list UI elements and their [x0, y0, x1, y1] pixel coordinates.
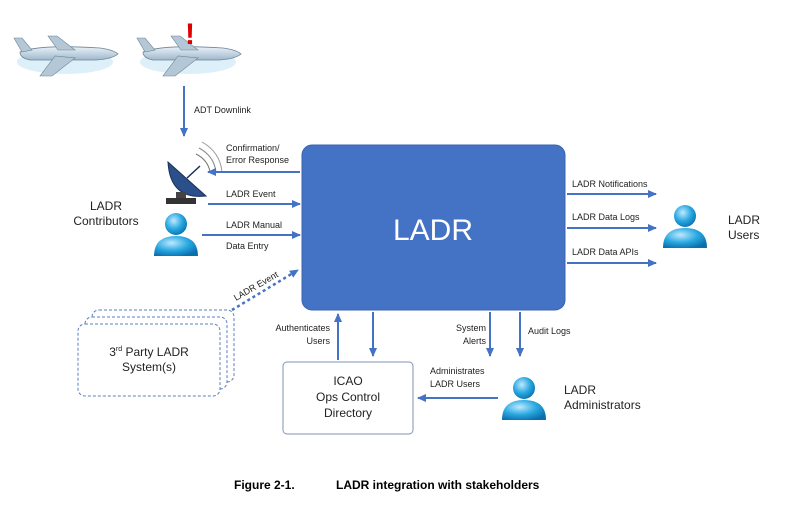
administrators-label-line1: LADR	[564, 383, 596, 397]
users-label-line1: LADR	[728, 213, 760, 227]
authenticates-label-line1: Authenticates	[275, 323, 330, 333]
third-party-label-line1: 3rd Party LADR	[109, 345, 189, 359]
system-alerts-label-line1: System	[456, 323, 486, 333]
ladr-system-label: LADR	[393, 214, 473, 247]
system-alerts-label-line2: Alerts	[463, 336, 487, 346]
data-logs-label: LADR Data Logs	[572, 212, 640, 222]
authenticates-label-line2: Users	[306, 336, 330, 346]
icao-directory-box	[282, 361, 414, 435]
icao-label-line3: Directory	[324, 406, 372, 420]
manual-entry-label-line2: Data Entry	[226, 241, 269, 251]
contributors-label-line2: Contributors	[73, 214, 138, 228]
users-label-line2: Users	[728, 228, 759, 242]
users-person-icon	[663, 205, 707, 248]
satellite-dish-icon	[166, 141, 223, 204]
data-apis-label: LADR Data APIs	[572, 247, 639, 257]
administrates-label-line1: Administrates	[430, 366, 485, 376]
audit-logs-label: Audit Logs	[528, 326, 571, 336]
confirmation-label-line1: Confirmation/	[226, 143, 280, 153]
adt-downlink-label: ADT Downlink	[194, 105, 251, 115]
third-party-system-stack	[77, 309, 235, 397]
airplane-icon	[13, 35, 119, 77]
contributors-label-line1: LADR	[90, 199, 122, 213]
ladr-event-label: LADR Event	[226, 189, 276, 199]
icao-label-line2: Ops Control	[316, 390, 380, 404]
administrators-person-icon	[502, 377, 546, 420]
figure-title: LADR integration with stakeholders	[336, 478, 540, 492]
contributor-person-icon	[154, 213, 198, 256]
icao-label-line1: ICAO	[333, 374, 362, 388]
confirmation-label-line2: Error Response	[226, 155, 289, 165]
administrators-label-line2: Administrators	[564, 398, 641, 412]
airplane-alert-icon	[136, 35, 242, 77]
notifications-label: LADR Notifications	[572, 179, 648, 189]
ladr-system-box	[301, 144, 566, 311]
third-party-event-arrow	[231, 268, 299, 312]
manual-entry-label-line1: LADR Manual	[226, 220, 282, 230]
administrates-label-line2: LADR Users	[430, 379, 481, 389]
alert-mark: !	[185, 18, 195, 51]
third-party-label-line2: System(s)	[122, 360, 176, 374]
third-party-event-label: LADR Event	[232, 269, 280, 303]
figure-number: Figure 2-1.	[234, 478, 295, 492]
